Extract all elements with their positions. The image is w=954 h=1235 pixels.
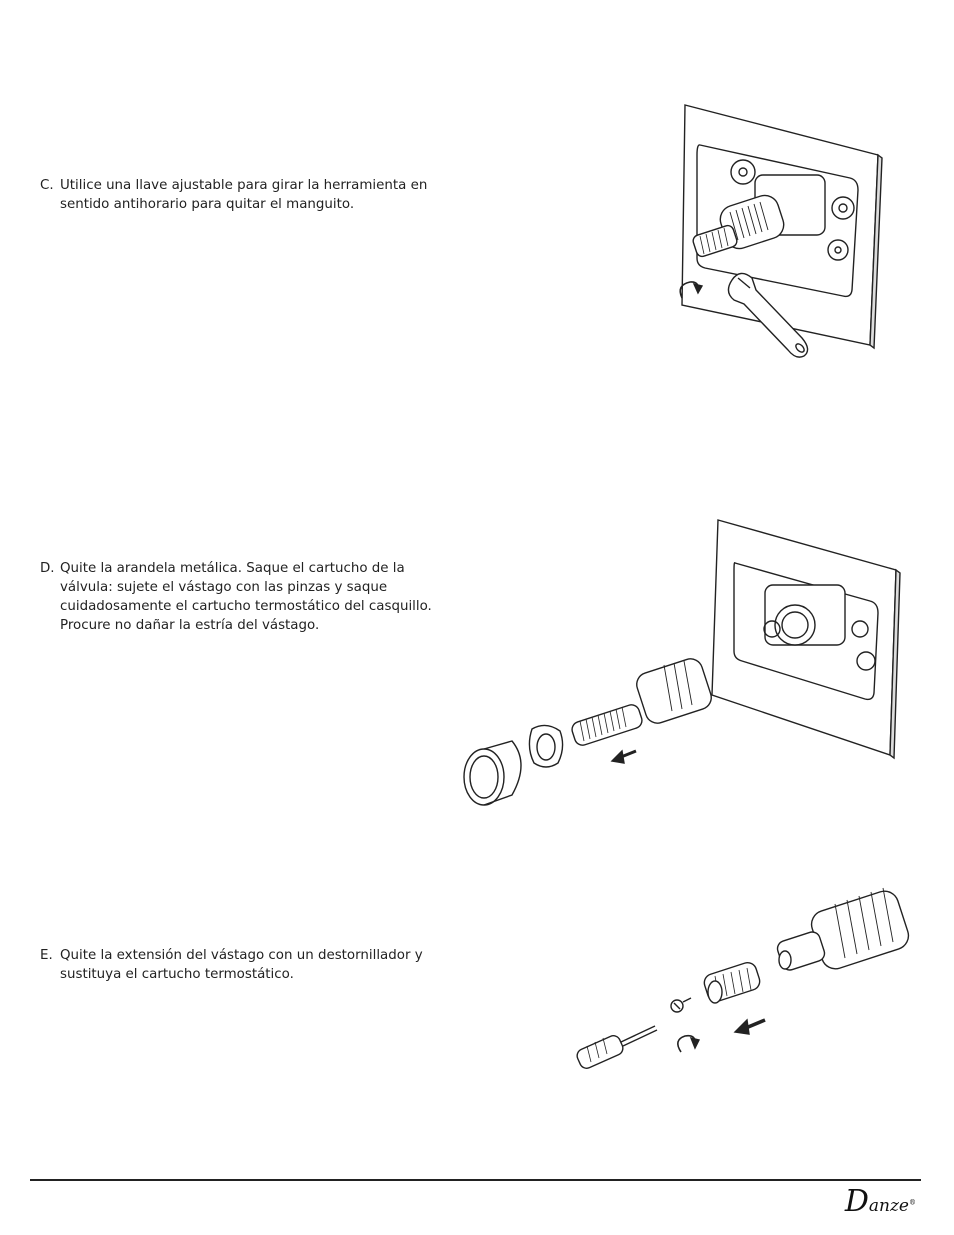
step-line: sustituya el cartucho termostático. <box>60 967 294 982</box>
step-line: Quite la extensión del vástago con un de… <box>60 948 423 963</box>
step-line: Quite la arandela metálica. Saque el car… <box>60 561 405 576</box>
step-line: válvula: sujete el vástago con las pinza… <box>60 580 388 595</box>
step-letter: E. <box>40 948 53 963</box>
figure-stem-extension <box>576 887 910 1069</box>
footer-rule <box>30 1179 921 1181</box>
step-text: Quite la arandela metálica. Saque el car… <box>60 559 432 635</box>
step-text: Quite la extensión del vástago con un de… <box>60 946 423 984</box>
step-line: cuidadosamente el cartucho termostático … <box>60 599 432 614</box>
step-letter: C. <box>40 178 54 193</box>
step-letter: D. <box>40 561 55 576</box>
figure-wrench-removing-sleeve <box>679 104 883 358</box>
step-text: Utilice una llave ajustable para girar l… <box>60 176 427 214</box>
figure-cartridge-removal <box>463 519 901 806</box>
step-line: sentido antihorario para quitar el mangu… <box>60 197 355 212</box>
step-line: Utilice una llave ajustable para girar l… <box>60 178 428 193</box>
brand-logo: Danze® <box>844 1184 916 1219</box>
step-line: Procure no dañar la estría del vástago. <box>60 618 320 633</box>
